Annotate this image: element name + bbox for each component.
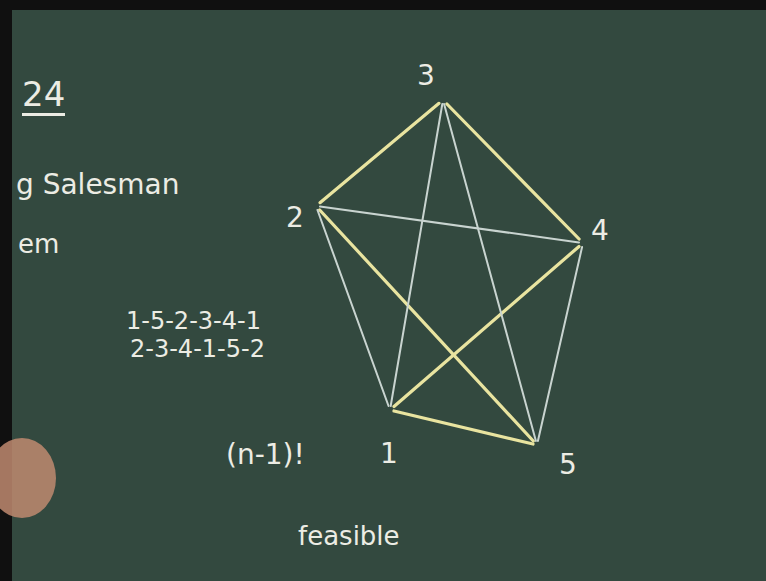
graph-edge	[320, 210, 534, 441]
graph-edge	[447, 104, 579, 239]
chalk-note: 1-5-2-3-4-1	[126, 308, 261, 334]
chalk-note: 24	[22, 76, 65, 116]
board	[12, 10, 766, 581]
graph-edge	[317, 210, 388, 406]
vertex-number: 1	[380, 440, 398, 468]
graph-vertex: 4	[579, 239, 587, 247]
graph-vertex: 2	[312, 202, 320, 210]
hand	[0, 438, 56, 518]
chalk-note: 2-3-4-1-5-2	[130, 336, 265, 362]
vertex-number: 5	[559, 451, 577, 479]
vertex-number: 4	[591, 217, 609, 245]
chalk-note: g Salesman	[16, 170, 179, 201]
graph-edge	[538, 247, 582, 441]
graph-edge	[320, 207, 579, 243]
vertex-number: 3	[417, 62, 435, 90]
graph-edge	[444, 104, 536, 441]
chalk-note: feasible	[298, 522, 400, 551]
vertex-number: 2	[286, 204, 304, 232]
graph-vertex: 5	[533, 441, 541, 449]
graph-vertex: 3	[439, 96, 447, 104]
chalk-note: em	[18, 230, 59, 259]
graph-edge	[320, 103, 439, 202]
chalk-note: (n-1)!	[226, 440, 305, 471]
graph-vertex: 1	[386, 406, 394, 414]
graph-edge	[391, 104, 443, 406]
